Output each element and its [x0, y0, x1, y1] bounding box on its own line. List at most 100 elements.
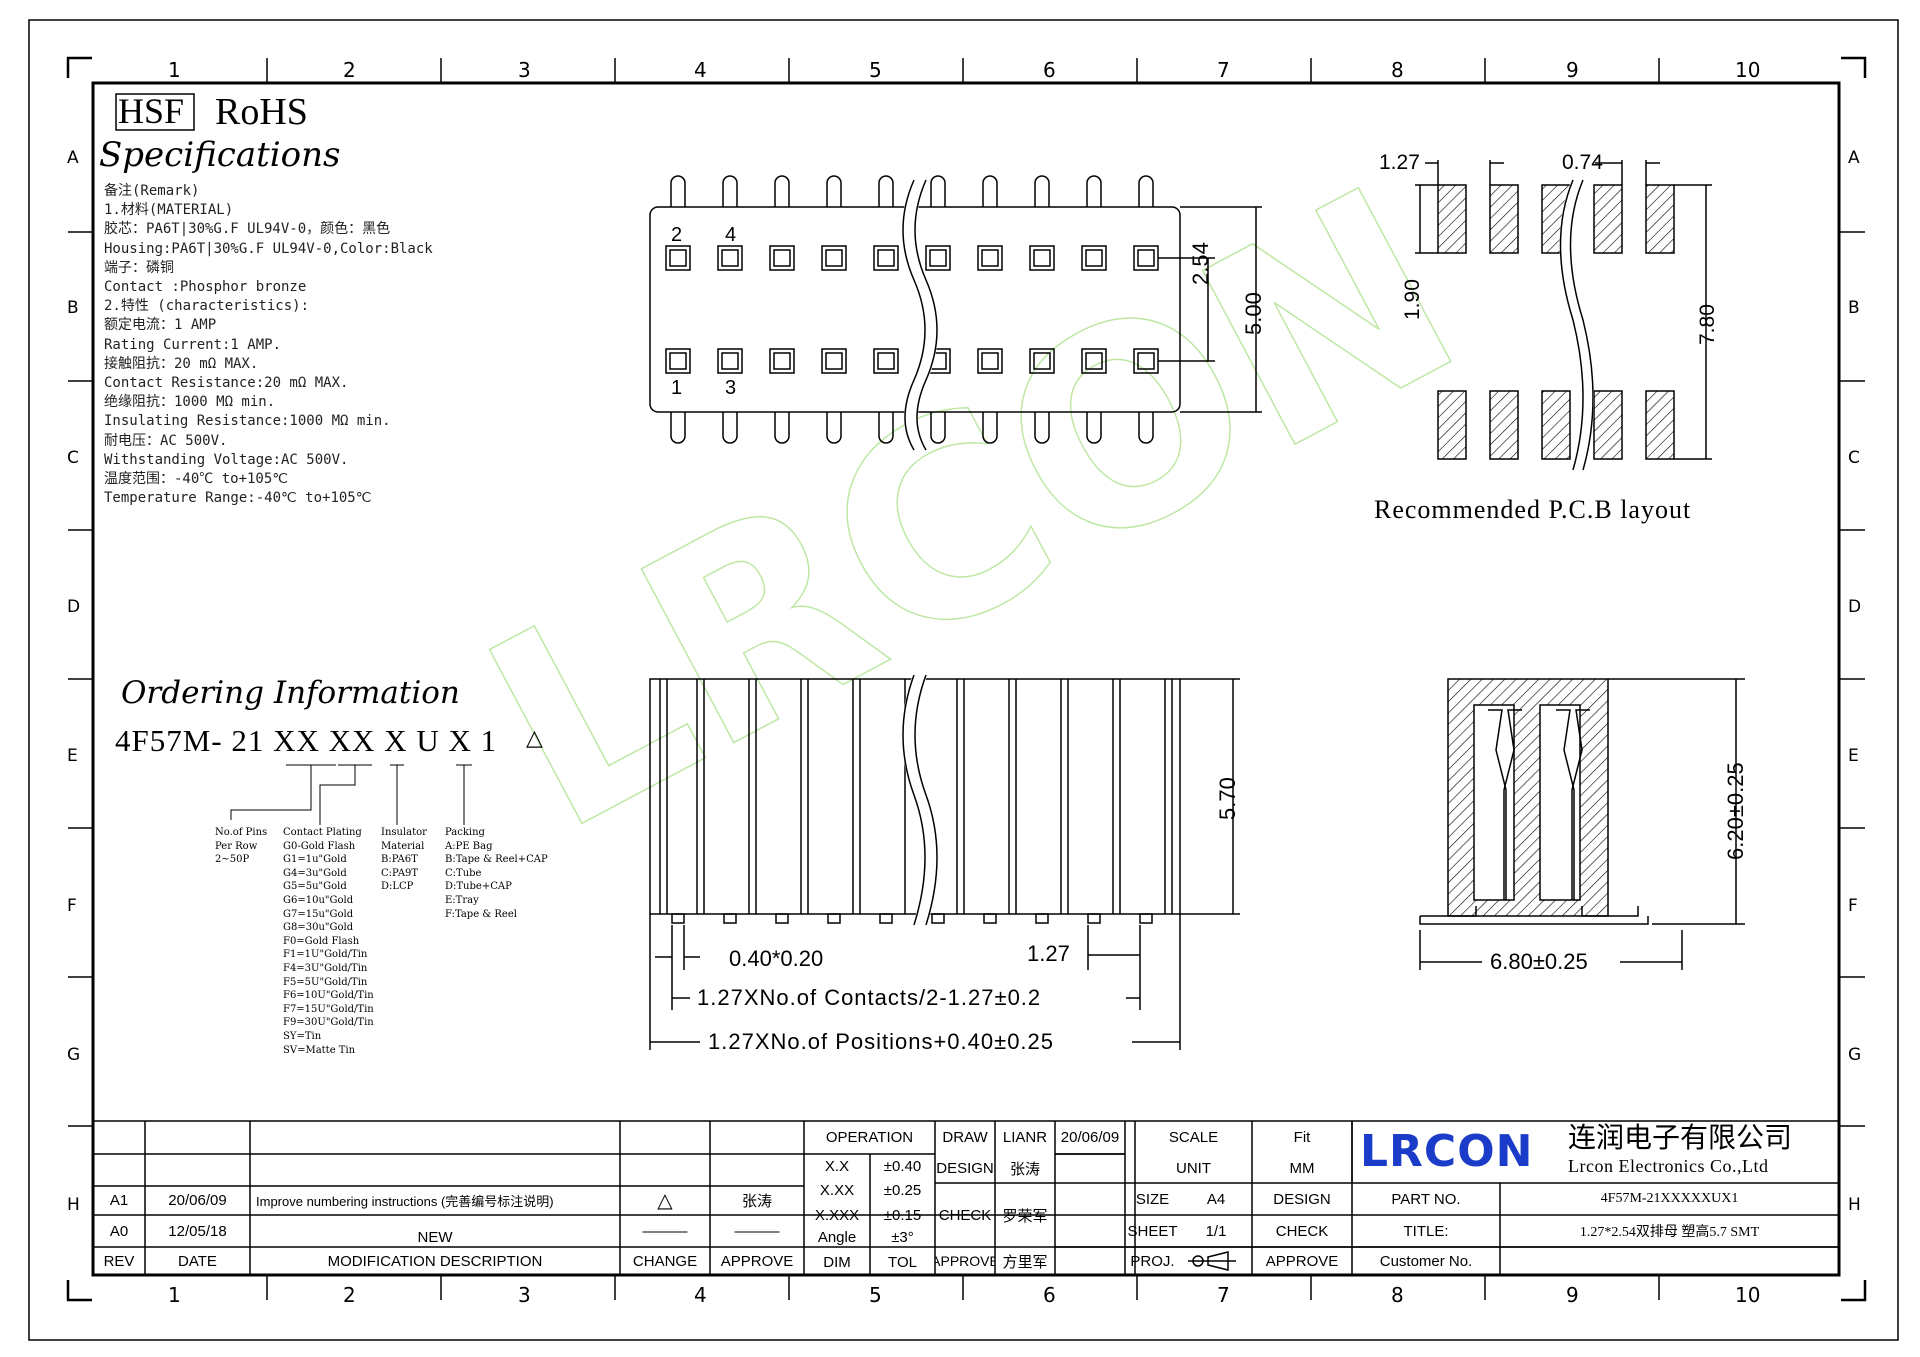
spec-line: Withstanding Voltage:AC 500V. [104, 451, 349, 468]
tol-footer-dim: DIM [823, 1254, 851, 1271]
pcb-dim-pad-h: 1.90 [1401, 279, 1424, 320]
hsf-badge: HSF [118, 91, 185, 131]
spec-line: 额定电流：1 AMP [104, 317, 217, 334]
grid-col-label: 10 [1735, 1283, 1761, 1307]
pin-label: 1 [671, 377, 683, 399]
pin-label: 3 [725, 377, 737, 399]
grid-row-label: E [1848, 746, 1859, 766]
pcb-layout [1415, 160, 1712, 472]
info-design-label: DESIGN [1273, 1190, 1331, 1208]
proj-label: PROJ. [1130, 1252, 1175, 1270]
unit-label: UNIT [1176, 1160, 1211, 1177]
side-dim-pin: 0.40*0.20 [729, 946, 824, 971]
check-label: CHECK [938, 1206, 992, 1224]
spec-line: Contact :Phosphor bronze [104, 279, 307, 296]
part-no-label: PART NO. [1391, 1190, 1461, 1208]
grid-col-label: 2 [343, 58, 356, 82]
grid-row-label: H [67, 1195, 80, 1215]
side-view [649, 672, 1240, 1050]
spec-title: Specifications [99, 135, 341, 175]
end-dim-width: 6.80±0.25 [1490, 949, 1588, 974]
rev-desc-cell: Improve numbering instructions (完善编号标注说明… [256, 1194, 554, 1209]
rev-approve-cell: 张涛 [741, 1193, 772, 1210]
grid-col-label: 6 [1043, 1283, 1056, 1307]
part-no-value: 4F57M-21XXXXXUX1 [1600, 1191, 1739, 1206]
dim-pitch: 2.54 [1188, 242, 1213, 285]
grid-col-label: 3 [518, 1283, 531, 1307]
pcb-caption: Recommended P.C.B layout [1374, 495, 1692, 524]
grid-col-label: 8 [1391, 1283, 1404, 1307]
draw-label: DRAW [942, 1129, 988, 1146]
note-line: C:Tube [445, 867, 482, 879]
spec-line: Contact Resistance:20 mΩ MAX. [104, 375, 349, 392]
company-name-cn: 连润电子有限公司 [1568, 1121, 1793, 1154]
rev-change-cell: ——— [642, 1222, 688, 1240]
tol-dim: Angle [817, 1228, 857, 1246]
draw-name: LIANR [1002, 1129, 1048, 1146]
note-line: F0=Gold Flash [283, 935, 360, 947]
projection-icon [1188, 1251, 1236, 1271]
approve-name: 方里军 [1002, 1253, 1048, 1271]
size-value: A4 [1206, 1190, 1226, 1208]
desc-header: MODIFICATION DESCRIPTION [327, 1252, 543, 1270]
spec-line: Housing:PA6T|30%G.F UL94V-0,Color:Black [104, 240, 433, 257]
tol-footer-tol: TOL [888, 1254, 917, 1271]
check-name: 罗荣军 [1002, 1207, 1048, 1225]
grid-row-label: G [67, 1045, 81, 1065]
note-line: Material [381, 840, 425, 852]
note-line: No.of Pins [215, 827, 268, 838]
spec-line: Temperature Range:-40℃ to+105℃ [104, 490, 372, 507]
side-dim-height: 5.70 [1215, 777, 1240, 820]
grid-col-label: 1 [168, 58, 181, 82]
svg-text:LRCON: LRCON [442, 128, 1502, 891]
grid-col-label: 7 [1217, 58, 1230, 82]
grid-col-label: 5 [869, 58, 882, 82]
grid-col-label: 1 [168, 1283, 181, 1307]
tol-val: ±0.40 [883, 1157, 922, 1175]
grid-row-label: D [67, 597, 81, 617]
tol-dim: X.XXX [814, 1206, 860, 1224]
rev-approve-cell: ——— [734, 1222, 780, 1240]
note-line: G7=15u"Gold [283, 908, 354, 920]
pcb-dim-pitch: 1.27 [1379, 151, 1420, 174]
note-line: F7=15U"Gold/Tin [283, 1003, 374, 1015]
top-view [649, 175, 1262, 454]
grid-row-label: B [1848, 298, 1860, 318]
grid-row-label: F [1848, 896, 1858, 916]
note-line: F6=10U"Gold/Tin [283, 990, 374, 1002]
note-line: B:Tape & Reel+CAP [445, 854, 548, 866]
pcb-dim-span: 7.80 [1696, 304, 1719, 345]
note-line: G8=30u"Gold [283, 922, 354, 934]
note-line: D:LCP [381, 881, 414, 893]
spec-line: 胶芯：PA6T|30%G.F UL94V-0，颜色：黑色 [104, 221, 391, 238]
grid-row-label: F [67, 896, 77, 916]
grid-row-label: E [67, 746, 78, 766]
grid-col-label: 10 [1735, 58, 1761, 82]
note-line: F9=30U"Gold/Tin [283, 1017, 374, 1029]
note-line: Insulator [381, 827, 427, 838]
unit-value: MM [1289, 1160, 1315, 1177]
design-label: DESIGN [936, 1160, 994, 1177]
size-label: SIZE [1135, 1190, 1170, 1208]
scale-value: Fit [1293, 1129, 1311, 1146]
scale-label: SCALE [1168, 1129, 1219, 1146]
spec-line: 温度范围：-40℃ to+105℃ [104, 471, 289, 488]
sheet-label: SHEET [1127, 1222, 1178, 1240]
note-line: G1=1u"Gold [283, 854, 347, 866]
design-name: 张涛 [1009, 1161, 1040, 1178]
note-line: SY=Tin [283, 1030, 322, 1042]
rev-cell: A0 [109, 1222, 129, 1240]
note-line: G0-Gold Flash [283, 840, 356, 852]
rev-desc-cell: NEW [417, 1228, 453, 1246]
grid-col-label: 2 [343, 1283, 356, 1307]
grid-col-label: 8 [1391, 58, 1404, 82]
spec-line: Insulating Resistance:1000 MΩ min. [104, 413, 391, 430]
spec-line: 端子：磷铜 [104, 259, 174, 276]
company-logo: LRCON [1360, 1126, 1534, 1177]
note-line: Packing [445, 827, 485, 838]
pcb-dim-pad-w: 0.74 [1562, 151, 1603, 174]
pin-label: 2 [671, 224, 683, 246]
grid-col-label: 9 [1566, 58, 1579, 82]
